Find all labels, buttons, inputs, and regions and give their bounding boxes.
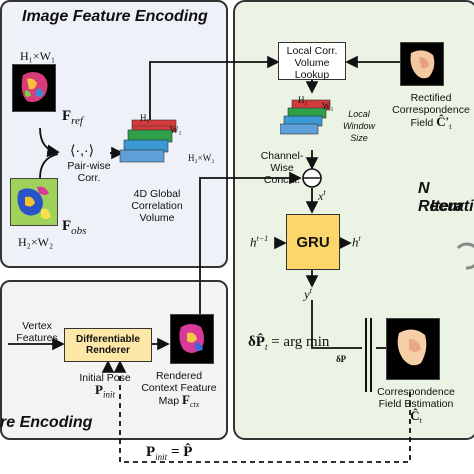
pose-update-argmin-var: δP bbox=[336, 354, 347, 364]
differentiable-renderer-box: Differentiable Renderer bbox=[64, 328, 152, 362]
rectified-field-blob bbox=[410, 50, 435, 79]
rectified-field-image bbox=[400, 42, 444, 86]
correspondence-field-image bbox=[386, 318, 440, 380]
local-w1-label: W₁ bbox=[322, 101, 334, 111]
context-feature-label: Rendered Context Feature Map Fctx bbox=[141, 370, 217, 410]
volume-hw2-label: H₂×W₂ bbox=[188, 153, 215, 163]
volume-w1-label: W₁ bbox=[170, 125, 182, 135]
correspondence-field-blob bbox=[397, 329, 427, 366]
iteration-title-2: Iteratio bbox=[430, 198, 474, 215]
rectified-field-label: Rectified Correspondence Field Ĉ′t bbox=[392, 92, 470, 132]
yt-label: yt bbox=[304, 286, 313, 302]
gru-block: GRU bbox=[286, 214, 340, 270]
ref-size-label: H₁×W₁ bbox=[20, 49, 56, 63]
h-prev-label: ht−1 bbox=[250, 234, 269, 250]
volume-h1-label: H₁ bbox=[140, 113, 150, 123]
local-correlation-volume bbox=[280, 99, 331, 135]
vertex-features-label: Vertex Features bbox=[16, 320, 58, 344]
concat-label: Channel-Wise Concat. bbox=[260, 150, 304, 186]
xt-label: xt bbox=[318, 188, 326, 203]
local-window-label: Local Window Size bbox=[343, 109, 375, 143]
obs-feature-blob bbox=[11, 179, 57, 225]
context-feature-image bbox=[170, 314, 214, 364]
local-h1-label: H₁ bbox=[298, 95, 308, 105]
pose-update-equation: δP̂t = arg min bbox=[248, 334, 330, 352]
global-volume-label: 4D Global Correlation Volume bbox=[131, 188, 183, 224]
pairwise-symbol: ⟨·,·⟩ bbox=[70, 142, 95, 158]
h-next-label: ht bbox=[352, 234, 361, 250]
correspondence-estimation-label: Correspondence Field Estimation Ĉt bbox=[377, 386, 455, 426]
pose-init-equation: Pinit = P̂ bbox=[146, 444, 193, 462]
global-correlation-volume bbox=[119, 119, 177, 163]
obs-feature-image bbox=[10, 178, 58, 226]
context-feature-blob bbox=[179, 324, 204, 353]
render-encoding-title: re Encoding bbox=[0, 414, 93, 431]
obs-feature-label: Fobs bbox=[62, 218, 87, 237]
ref-feature-blob bbox=[21, 72, 48, 103]
ref-feature-label: Fref bbox=[62, 108, 83, 127]
initial-pose-label: Initial Pose Pinit bbox=[79, 372, 131, 400]
image-encoding-title: Image Feature Encoding bbox=[22, 8, 208, 25]
obs-size-label: H₂×W₂ bbox=[18, 235, 54, 249]
ref-feature-image bbox=[12, 64, 56, 112]
iteration-title: N Recur bbox=[418, 180, 464, 215]
local-corr-lookup-box: Local Corr. Volume Lookup bbox=[278, 42, 346, 81]
